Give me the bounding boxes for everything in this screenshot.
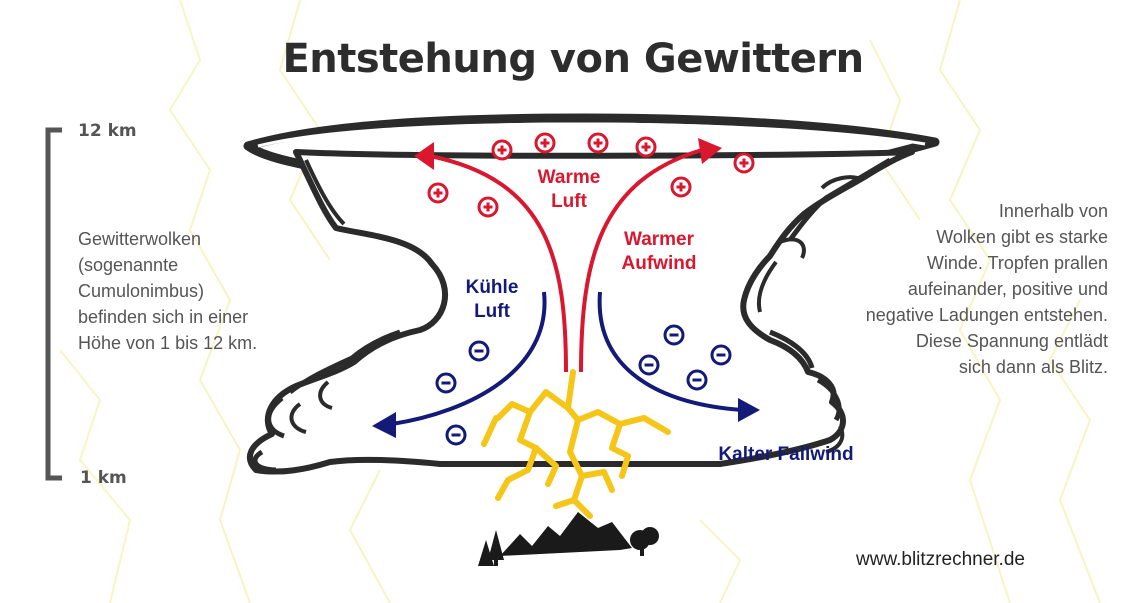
landscape — [478, 512, 659, 566]
right-description: Innerhalb von Wolken gibt es starke Wind… — [780, 198, 1108, 380]
warm-arrow-left-head — [414, 142, 434, 170]
warm-arrow-right-head — [698, 138, 722, 164]
positive-charge-icon — [534, 132, 556, 154]
cold-arrow-right-head — [738, 398, 760, 422]
negative-charge-icon — [710, 344, 732, 366]
warm-air-label: Warme Luft — [514, 166, 624, 214]
negative-charge-icon — [445, 424, 467, 446]
warm-updraft-label-line: Aufwind — [621, 253, 697, 274]
positive-charges — [427, 132, 755, 218]
right-text-line: sich dann als Blitz. — [958, 357, 1108, 377]
warm-air-label-line: Warme — [537, 167, 601, 188]
right-text-line: Innerhalb von — [998, 201, 1108, 221]
left-description: Gewitterwolken (sogenannte Cumulonimbus)… — [78, 226, 338, 356]
website-link[interactable]: www.blitzrechner.de — [856, 549, 1025, 570]
background-lightning — [59, 0, 1101, 603]
mountain-icon — [500, 512, 632, 556]
left-text-line: Höhe von 1 bis 12 km. — [78, 333, 258, 353]
warm-updraft-label-line: Warmer — [623, 229, 695, 250]
left-text-line: (sogenannte — [78, 255, 179, 275]
negative-charge-icon — [663, 324, 685, 346]
lightning-bolt-icon — [481, 369, 671, 519]
cumulonimbus-cloud — [243, 113, 940, 475]
negative-charge-icon — [435, 372, 457, 394]
positive-charge-icon — [733, 152, 755, 174]
cold-downdraft-label: Kalter Fallwind — [718, 444, 854, 465]
negative-charge-icon — [686, 369, 708, 391]
warm-air-label-line: Luft — [551, 191, 587, 212]
cold-downdraft-arrows — [391, 291, 743, 426]
positive-charge-icon — [670, 176, 692, 198]
cool-air-label-line: Luft — [474, 301, 510, 322]
left-text-line: befinden sich in einer — [78, 307, 249, 327]
scale-top-label: 12 km — [78, 121, 137, 141]
positive-charge-icon — [635, 136, 657, 158]
cool-air-label: Kühle Luft — [444, 276, 540, 324]
scale-bottom-label: 1 km — [80, 468, 127, 488]
right-text-line: Wolken gibt es starke — [936, 227, 1108, 247]
right-text-line: aufeinander, positive und — [907, 279, 1108, 299]
warm-updraft-arrows — [429, 148, 703, 373]
positive-charge-icon — [587, 132, 609, 154]
cool-air-label-line: Kühle — [465, 277, 519, 298]
altitude-scale — [45, 127, 62, 481]
right-text-line: Diese Spannung entlädt — [915, 331, 1108, 351]
negative-charges — [435, 324, 732, 446]
page-title: Entstehung von Gewittern — [282, 36, 864, 82]
positive-charge-icon — [477, 196, 499, 218]
negative-charge-icon — [638, 354, 660, 376]
left-text-line: Gewitterwolken — [78, 229, 202, 249]
positive-charge-icon — [491, 139, 513, 161]
cold-arrow-left-head — [372, 412, 396, 438]
negative-charge-icon — [468, 340, 490, 362]
tree-icon — [478, 527, 659, 566]
right-text-line: negative Ladungen entstehen. — [865, 305, 1108, 325]
right-text-line: Winde. Tropfen prallen — [926, 253, 1108, 273]
warm-updraft-label: Warmer Aufwind — [604, 228, 714, 276]
positive-charge-icon — [427, 182, 449, 204]
left-text-line: Cumulonimbus) — [78, 281, 205, 301]
